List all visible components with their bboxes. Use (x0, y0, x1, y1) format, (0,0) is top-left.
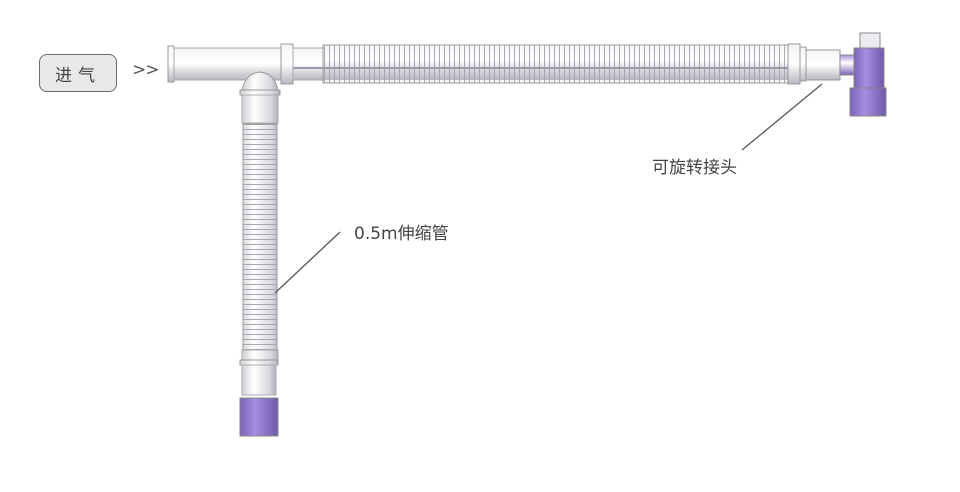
extension-tube-leader-line (274, 231, 341, 294)
inlet-button[interactable]: 进气 (39, 54, 117, 92)
swivel-connector-label: 可旋转接头 (652, 158, 737, 178)
extension-tube-label: 0.5m伸缩管 (354, 224, 449, 244)
flow-direction-arrows: >> (132, 60, 159, 80)
extension-tube (239, 71, 281, 437)
swivel-connector (839, 32, 887, 117)
swivel-connector-leader-line (741, 83, 823, 151)
inlet-label: 进气 (55, 65, 101, 86)
main-tube (167, 43, 841, 85)
